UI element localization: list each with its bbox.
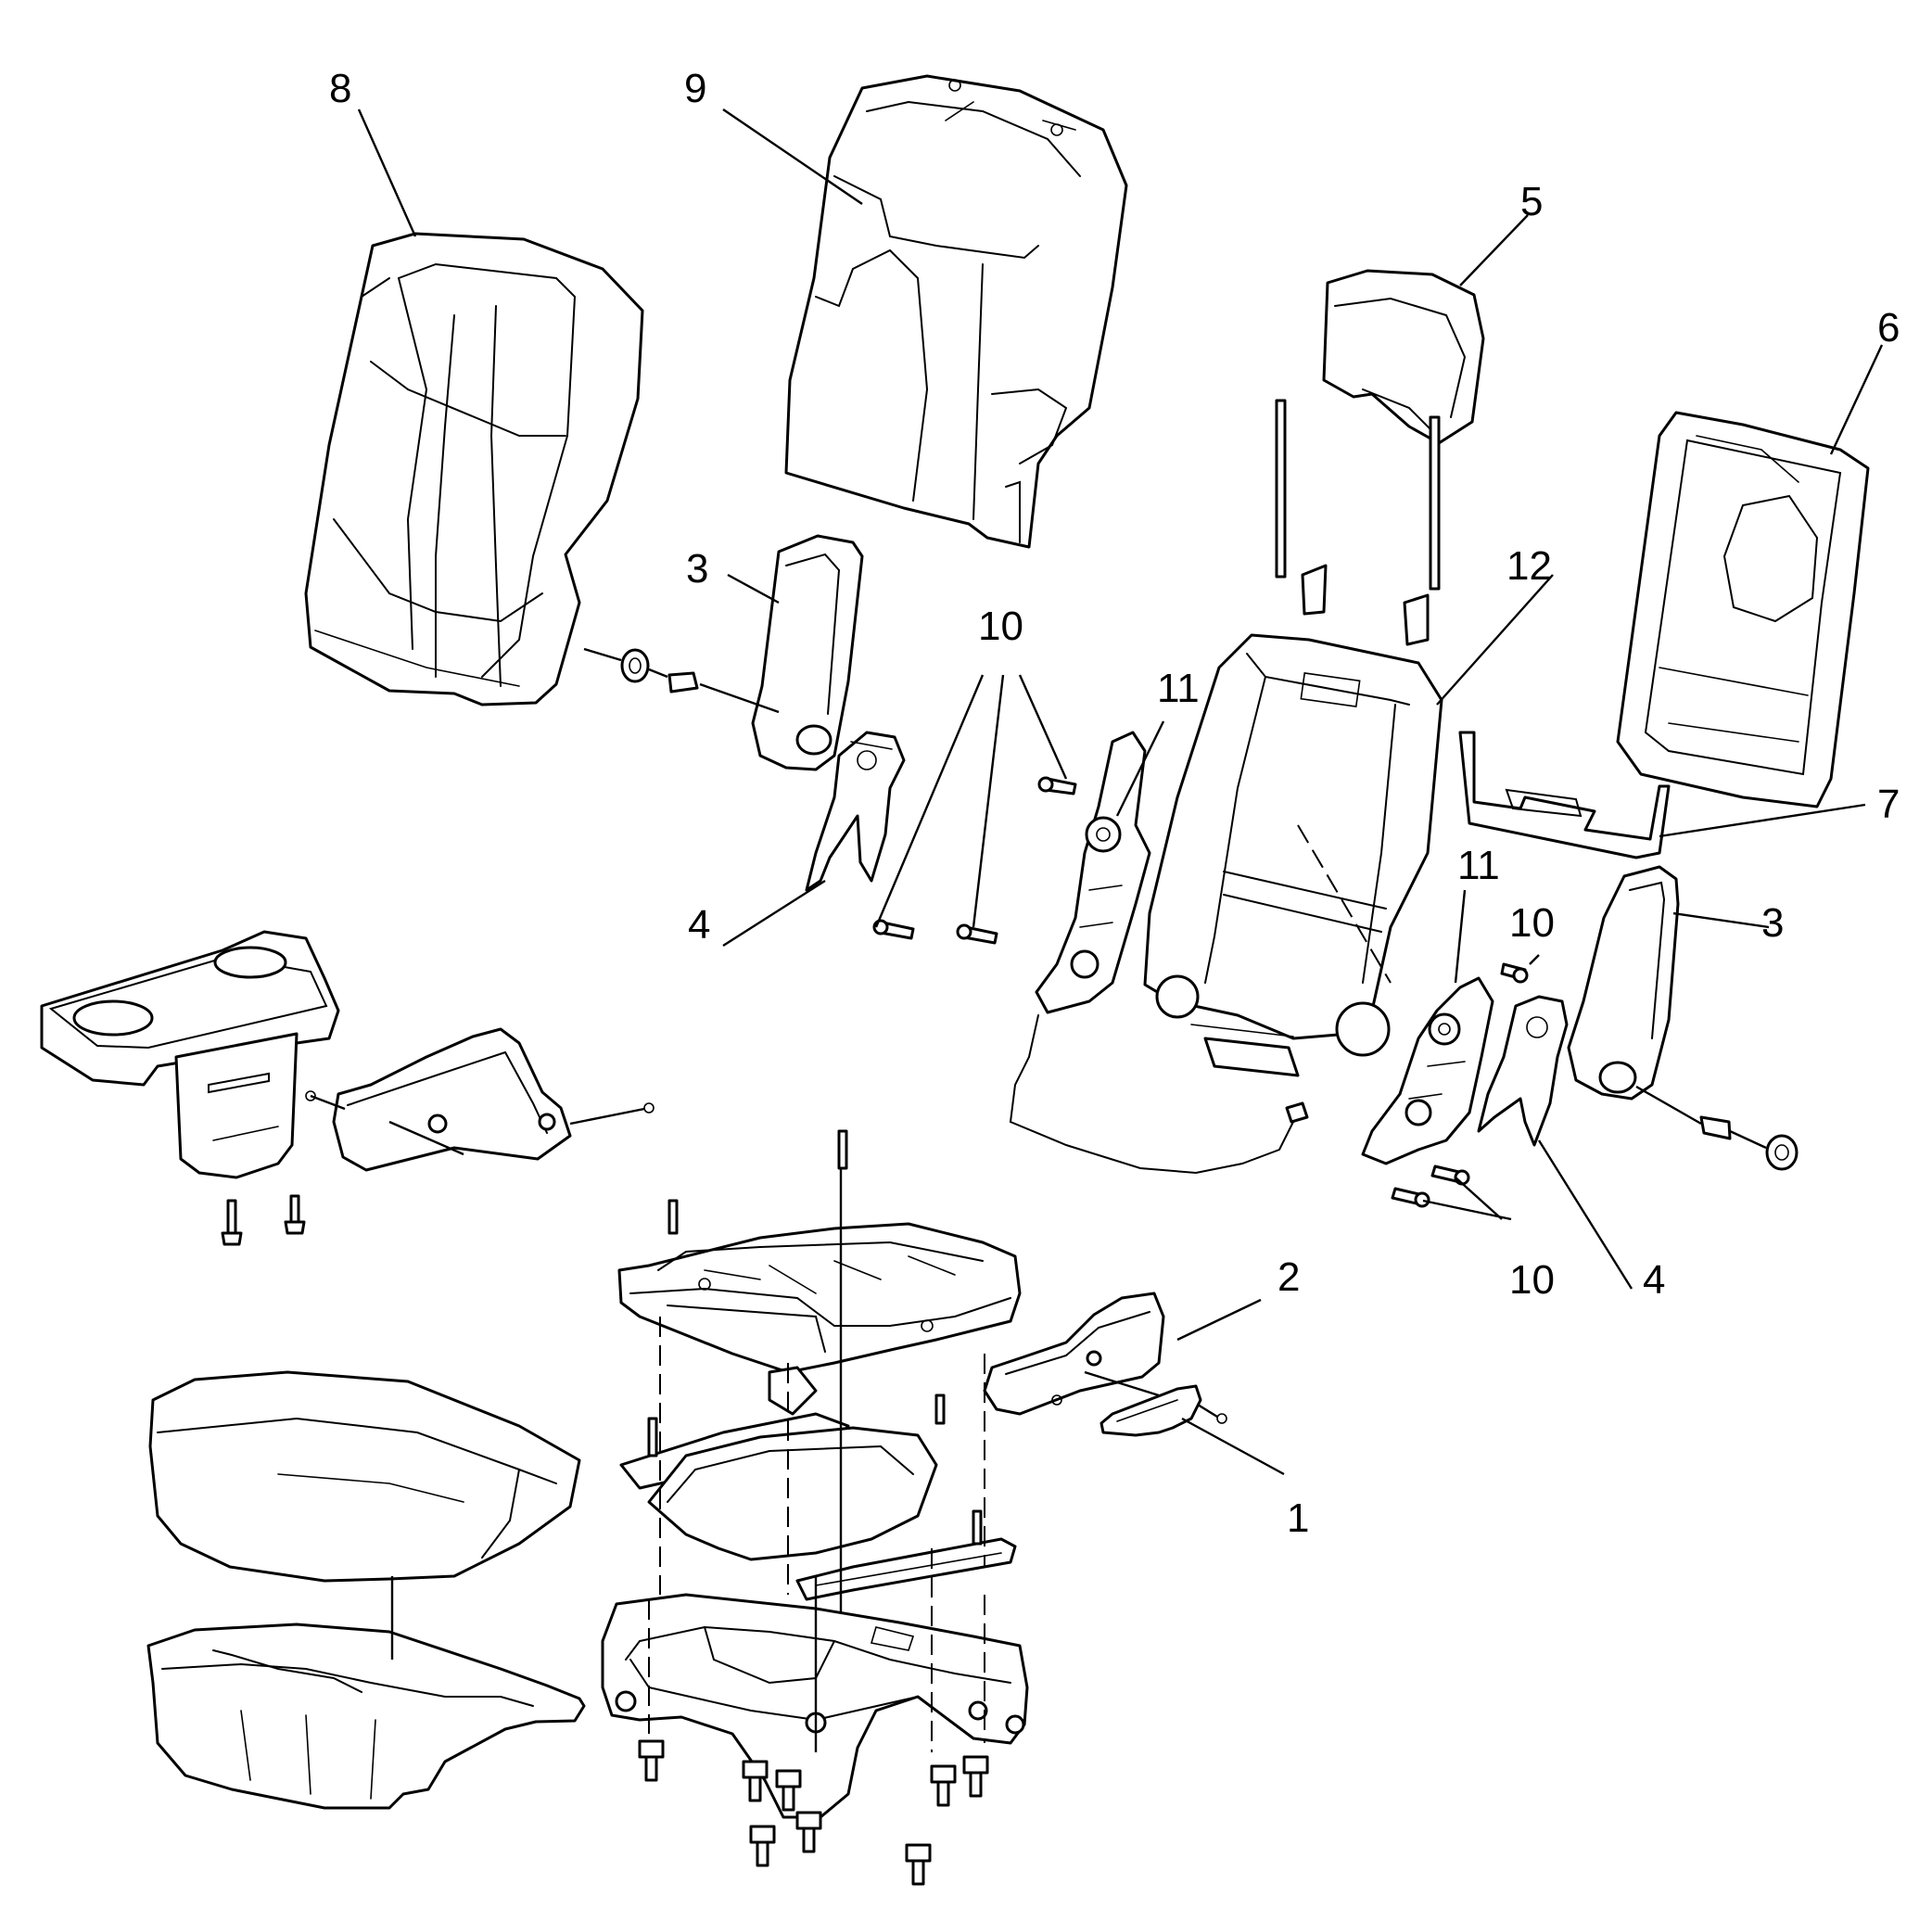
armrest-left <box>751 534 864 771</box>
callout-4-left: 4 <box>688 902 710 948</box>
callout-3-right: 3 <box>1761 900 1784 946</box>
rear-panel-bracket <box>1458 731 1671 859</box>
seat-cushion-cover <box>148 1370 581 1583</box>
console-bracket <box>305 1027 655 1172</box>
callout-12: 12 <box>1506 543 1552 589</box>
callout-10-top: 10 <box>978 604 1023 649</box>
callout-2: 2 <box>1277 1254 1300 1300</box>
adjuster-handle <box>1051 1370 1227 1437</box>
side-trim-outer <box>983 1292 1165 1416</box>
callout-9: 9 <box>684 66 706 111</box>
callout-6: 6 <box>1877 305 1900 350</box>
bolt-10-f <box>1391 1187 1430 1208</box>
bolt-10-d <box>1500 962 1529 984</box>
armrest-right <box>1567 865 1680 1101</box>
callout-11-left: 11 <box>1157 666 1200 711</box>
pivot-fastener-left <box>583 647 780 714</box>
callout-labels: 8 9 5 6 3 10 11 12 7 4 11 10 3 2 10 4 1 <box>329 66 1900 1541</box>
callout-3-left: 3 <box>686 546 708 592</box>
recliner-left <box>1035 731 1151 1014</box>
callout-5: 5 <box>1520 179 1543 224</box>
leader-lines <box>357 108 1884 1476</box>
recliner-right <box>1361 976 1494 1165</box>
recliner-cover-right <box>1477 995 1569 1147</box>
callout-7: 7 <box>1877 782 1900 827</box>
seat-cushion-pad <box>146 1623 586 1810</box>
callout-4-right: 4 <box>1643 1257 1665 1303</box>
recliner-cover-left <box>805 731 906 892</box>
console-screws <box>221 1194 306 1246</box>
assembly-lines <box>648 824 1392 1752</box>
callout-10-mid: 10 <box>1509 900 1555 946</box>
seat-back-rear-panel <box>1616 411 1870 808</box>
callout-8: 8 <box>329 66 351 111</box>
adjuster-screws <box>647 1129 983 1546</box>
seat-back-frame <box>1143 633 1443 1077</box>
callout-11-right: 11 <box>1457 843 1500 888</box>
recliner-cable <box>1009 1014 1309 1175</box>
callout-10-bottom: 10 <box>1509 1257 1555 1303</box>
pivot-fastener-right <box>1635 1085 1799 1171</box>
seat-back-cover <box>304 232 644 706</box>
bolt-10-a <box>1037 776 1077 795</box>
bolt-10-b <box>872 919 915 940</box>
seat-back-panel <box>784 74 1128 549</box>
callout-1: 1 <box>1287 1495 1309 1541</box>
bolt-10-c <box>956 923 998 945</box>
riser-bolts <box>638 1739 989 1886</box>
head-restraint <box>1275 269 1485 646</box>
seat-adjuster-mid <box>619 1366 1017 1601</box>
seat-adjuster-upper <box>617 1222 1022 1374</box>
center-console-tray <box>40 930 340 1179</box>
bolt-10-e <box>1430 1164 1470 1186</box>
